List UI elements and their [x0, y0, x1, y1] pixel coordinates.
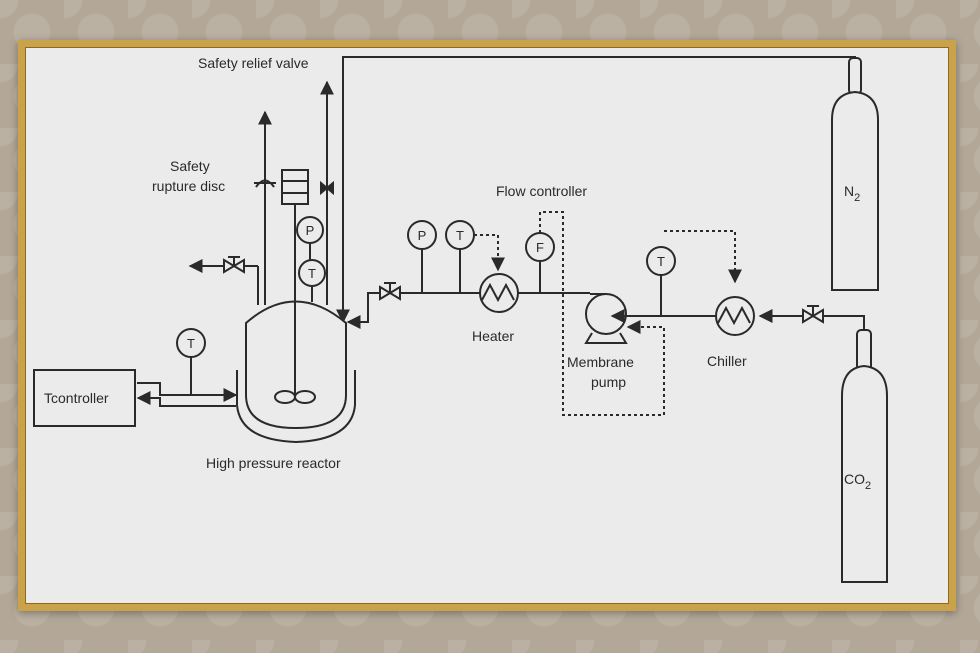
heater-to-reactor-line — [346, 292, 480, 329]
tcontroller-box — [33, 369, 136, 427]
chiller-control-signal — [664, 230, 742, 284]
co2-cylinder — [841, 329, 888, 583]
heater-temp-symbol: T — [456, 228, 464, 243]
high-pressure-reactor-label: High pressure reactor — [206, 455, 341, 471]
safety-rupture-disc-label-1: Safety — [170, 158, 210, 174]
membrane-pump-label-2: pump — [591, 374, 626, 390]
stirrer-motor-icon — [281, 169, 309, 205]
co2-label: CO2 — [844, 471, 871, 492]
vent-valve-icon — [223, 256, 245, 274]
tcontroller-label: Tcontroller — [44, 390, 109, 406]
co2-supply-line — [758, 309, 865, 332]
jacket-return-line — [136, 391, 236, 407]
flow-symbol: F — [536, 240, 544, 255]
flow-control-signal — [539, 211, 665, 416]
heater-icon — [479, 273, 519, 313]
stirrer-icon — [274, 205, 316, 404]
safety-relief-valve-label: Safety relief valve — [198, 55, 309, 71]
membrane-pump-icon — [584, 293, 628, 344]
n2-cylinder — [831, 57, 879, 291]
membrane-pump-label-1: Membrane — [567, 354, 634, 370]
jacket-temp-symbol: T — [187, 336, 195, 351]
reactor-pressure-symbol: P — [306, 223, 315, 238]
chiller-label: Chiller — [707, 353, 747, 369]
heater-pressure-symbol: P — [418, 228, 427, 243]
feed-valve-icon — [379, 282, 401, 301]
n2-label: N2 — [844, 183, 860, 204]
safety-rupture-disc-label-2: rupture disc — [152, 178, 225, 194]
n2-supply-line — [342, 56, 856, 320]
relief-valve-icon — [320, 180, 334, 196]
chiller-icon — [715, 296, 755, 336]
heater-control-signal — [474, 234, 505, 272]
reactor-temp-symbol: T — [308, 266, 316, 281]
heater-label: Heater — [472, 328, 514, 344]
flow-controller-label: Flow controller — [496, 183, 587, 199]
jacket-supply-line — [137, 382, 238, 402]
rupture-disc-icon — [254, 179, 276, 188]
picture-frame — [18, 40, 956, 611]
co2-valve-icon — [802, 305, 824, 324]
chiller-temp-symbol: T — [657, 254, 665, 269]
